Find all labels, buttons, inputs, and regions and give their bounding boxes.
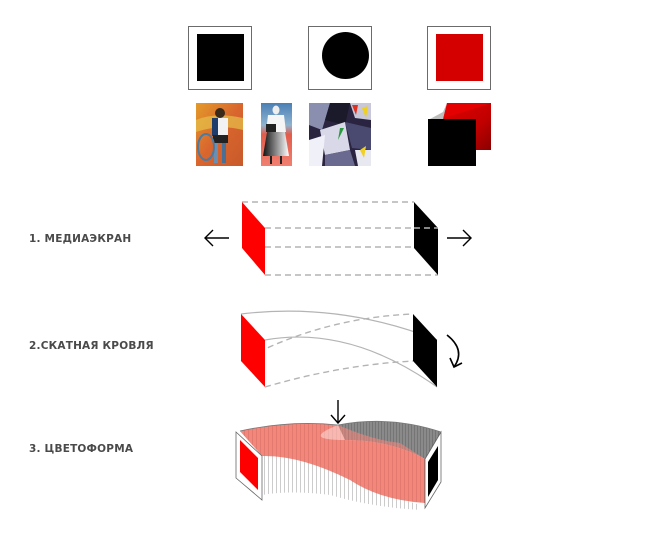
black-screen-panel xyxy=(413,314,437,387)
painting-peasant-woman xyxy=(261,103,292,166)
down-arrow-icon xyxy=(330,400,346,425)
step-2-label: 2.СКАТНАЯ КРОВЛЯ xyxy=(29,340,154,352)
red-screen-panel xyxy=(241,314,265,387)
right-arrow-icon xyxy=(447,229,472,247)
black-circle xyxy=(322,32,369,79)
painting-cubist xyxy=(309,103,371,166)
black-screen-panel xyxy=(428,446,438,497)
black-square xyxy=(197,34,244,81)
red-screen-panel xyxy=(240,440,258,490)
curved-arrow-icon xyxy=(446,334,463,369)
step-1-label: 1. МЕДИАЭКРАН xyxy=(29,233,132,245)
left-arrow-icon xyxy=(204,229,229,247)
red-square xyxy=(436,34,483,81)
step-2-diagram xyxy=(240,310,463,388)
step-1-diagram xyxy=(204,201,472,276)
step-3-diagram xyxy=(235,400,442,510)
frame-red-square xyxy=(427,26,491,90)
red-screen-panel xyxy=(242,202,265,275)
frame-black-circle xyxy=(308,26,372,90)
frame-black-square xyxy=(188,26,252,90)
black-screen-panel xyxy=(414,202,438,275)
red-black-squares-composite xyxy=(428,103,491,166)
painting-reaper xyxy=(196,103,243,166)
step-3-label: 3. ЦВЕТОФОРМА xyxy=(29,443,134,455)
